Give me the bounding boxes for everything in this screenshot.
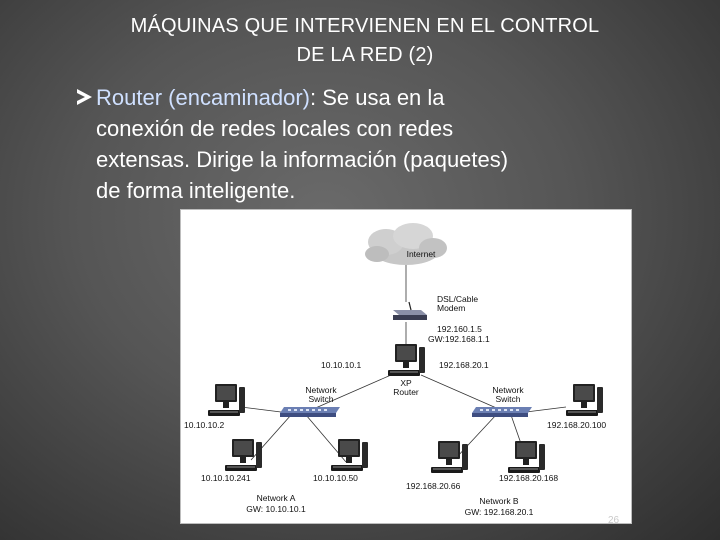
pc-a1-ip: 10.10.10.2 [184, 420, 224, 430]
router-label-2: Router [393, 387, 419, 397]
switch-b-label-2: Switch [495, 394, 520, 404]
pc-a3-icon [331, 439, 368, 471]
network-diagram-svg: Internet DSL/Cable Modem 192.160.1.5 GW:… [184, 223, 606, 517]
page-number: 26 [608, 515, 620, 526]
bullet-text: Router (encaminador): Se usa en la conex… [74, 82, 614, 206]
modem-icon [393, 301, 427, 320]
switch-b-label-1: Network [492, 385, 524, 395]
pc-b3-icon [508, 441, 545, 473]
internet-label: Internet [407, 249, 436, 259]
slide-title-line-2: DE LA RED (2) [296, 44, 434, 66]
pc-a2-icon [225, 439, 262, 471]
router-ip-right: 192.168.20.1 [439, 360, 489, 370]
pc-a1-icon [208, 384, 245, 416]
internet-cloud-icon [365, 223, 447, 265]
pc-a3-ip: 10.10.10.50 [313, 473, 358, 483]
bullet-line-2: conexión de redes locales con redes [96, 116, 454, 141]
modem-gateway: GW:192.168.1.1 [428, 334, 490, 344]
router-computer-icon [388, 344, 425, 376]
bullet-line-3: extensas. Dirige la información (paquete… [96, 147, 509, 172]
router-ip-left: 10.10.10.1 [321, 360, 361, 370]
router-term: Router (encaminador) [96, 85, 310, 110]
bullet-line-1-rest: : Se usa en la [309, 85, 445, 110]
pc-a2-ip: 10.10.10.241 [201, 473, 251, 483]
pc-b3-ip: 192.168.20.168 [499, 473, 558, 483]
network-a-gateway: GW: 10.10.10.1 [246, 504, 306, 514]
switch-a-label-2: Switch [308, 394, 333, 404]
modem-ip: 192.160.1.5 [437, 324, 482, 334]
pc-b1-icon [566, 384, 603, 416]
bullet-line-4: de forma inteligente. [96, 178, 296, 203]
bullet-router: Router (encaminador): Se usa en la conex… [74, 82, 614, 206]
pc-b1-ip: 192.168.20.100 [547, 420, 606, 430]
network-diagram: Internet DSL/Cable Modem 192.160.1.5 GW:… [180, 209, 632, 524]
modem-label-2: Modem [437, 303, 465, 313]
slide-title: MÁQUINAS QUE INTERVIENEN EN EL CONTROL D… [0, 12, 720, 70]
network-b-gateway: GW: 192.168.20.1 [465, 507, 534, 517]
network-b-name: Network B [479, 496, 519, 506]
switch-a-icon [280, 407, 340, 417]
pc-b2-icon [431, 441, 468, 473]
network-a-name: Network A [257, 493, 296, 503]
pc-b2-ip: 192.168.20.66 [406, 481, 461, 491]
switch-a-label-1: Network [305, 385, 337, 395]
arrow-bullet-icon [77, 89, 92, 105]
switch-b-icon [472, 407, 532, 417]
router-label-1: XP [400, 378, 412, 388]
slide-title-line-1: MÁQUINAS QUE INTERVIENEN EN EL CONTROL [130, 15, 600, 37]
modem-label-1: DSL/Cable [437, 294, 478, 304]
